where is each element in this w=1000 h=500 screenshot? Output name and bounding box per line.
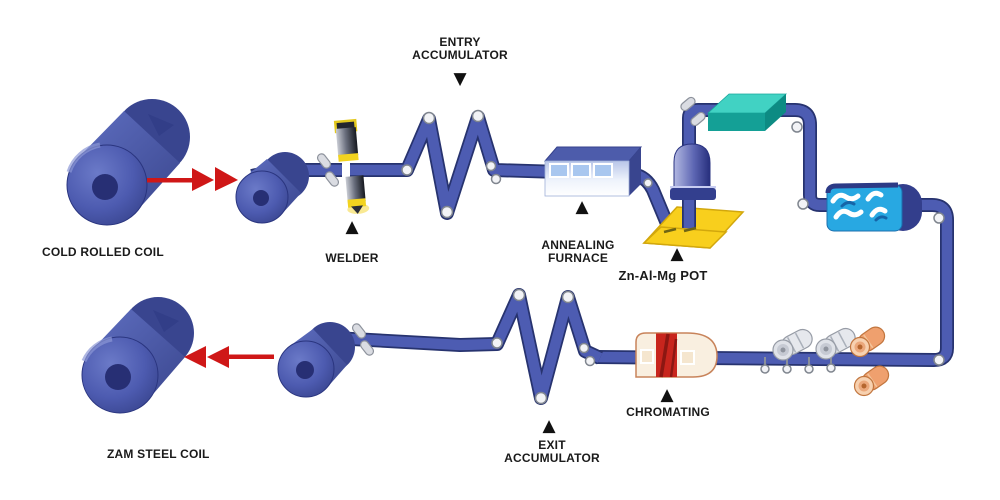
wave-icon	[830, 192, 861, 204]
cold-rolled-coil-label: COLD ROLLED COIL	[42, 245, 164, 259]
entry-accumulator-label: ENTRY ACCUMULATOR	[412, 36, 508, 62]
wave-icon	[840, 200, 856, 208]
welder-label: WELDER	[325, 251, 379, 265]
strip-clamp-icon	[351, 323, 375, 356]
wave-icon	[869, 206, 888, 218]
entry-accumulator-label-line1: ENTRY	[439, 35, 481, 49]
chromating-marker-icon: ▲	[660, 385, 674, 405]
skin-pass-roll-icon	[849, 326, 886, 358]
zam-steel-coil-icon	[81, 297, 194, 414]
exit-accumulator-label-line2: ACCUMULATOR	[504, 451, 600, 465]
pot-marker-icon: ▲	[670, 244, 684, 264]
exit-accumulator-label: EXIT ACCUMULATOR	[504, 439, 600, 465]
recoiler-icon	[277, 322, 355, 398]
furnace-window	[571, 163, 591, 178]
zn-al-mg-pot-lip	[642, 226, 728, 249]
welder-marker-icon: ▲	[345, 217, 359, 237]
pot-slot	[683, 226, 697, 233]
strip-clamp-icon	[316, 153, 340, 187]
entry-accumulator-marker-icon: ▼	[453, 69, 467, 89]
entry-accumulator-icon	[401, 109, 502, 219]
chromating-window	[640, 349, 654, 364]
exit-accumulator-marker-icon: ▲	[542, 416, 556, 436]
exit-accumulator-label-line1: EXIT	[538, 438, 566, 452]
chromating-label: CHROMATING	[626, 405, 710, 419]
wave-icon	[865, 190, 884, 202]
annealing-furnace-label-line2: FURNACE	[547, 251, 609, 265]
strip-clamp-icon	[680, 96, 706, 127]
skin-pass-roll-icon	[853, 365, 890, 397]
entry-accumulator-label-line2: ACCUMULATOR	[412, 48, 508, 62]
furnace-window	[549, 163, 569, 178]
coil-flap	[153, 310, 179, 332]
chromating-unit-icon	[635, 332, 718, 378]
exit-accumulator-icon	[491, 288, 596, 405]
annealing-furnace-marker-icon: ▲	[575, 197, 589, 217]
hanger-roll-icon	[760, 356, 836, 374]
payoff-reel-icon	[235, 152, 309, 224]
wave-icon	[833, 208, 864, 220]
feed-arrow-icon	[147, 167, 238, 191]
annealing-furnace-label-line1: ANNEALING	[541, 238, 615, 252]
cold-rolled-coil-icon	[66, 99, 190, 226]
wave-icon	[874, 215, 888, 222]
chromating-window	[680, 350, 695, 365]
takeaway-arrow-icon	[184, 346, 274, 368]
strip-path-riser	[315, 103, 954, 405]
quench-tank-icon	[825, 182, 922, 232]
coil-flap	[148, 114, 174, 136]
turn-roll-icon	[643, 121, 945, 366]
zam-steel-coil-label: ZAM STEEL COIL	[107, 447, 210, 461]
pot-label: Zn-Al-Mg POT	[618, 268, 708, 283]
furnace-window	[593, 163, 613, 178]
annealing-furnace-icon	[543, 146, 643, 197]
annealing-furnace-label: ANNEALING FURNACE	[541, 239, 614, 265]
snout-icon	[670, 143, 716, 200]
leveler-roll-icon	[815, 327, 856, 360]
leveler-roll-icon	[772, 328, 813, 361]
welder-icon	[333, 118, 370, 214]
cooling-tower-icon	[706, 93, 788, 131]
pot-slot	[663, 227, 677, 234]
